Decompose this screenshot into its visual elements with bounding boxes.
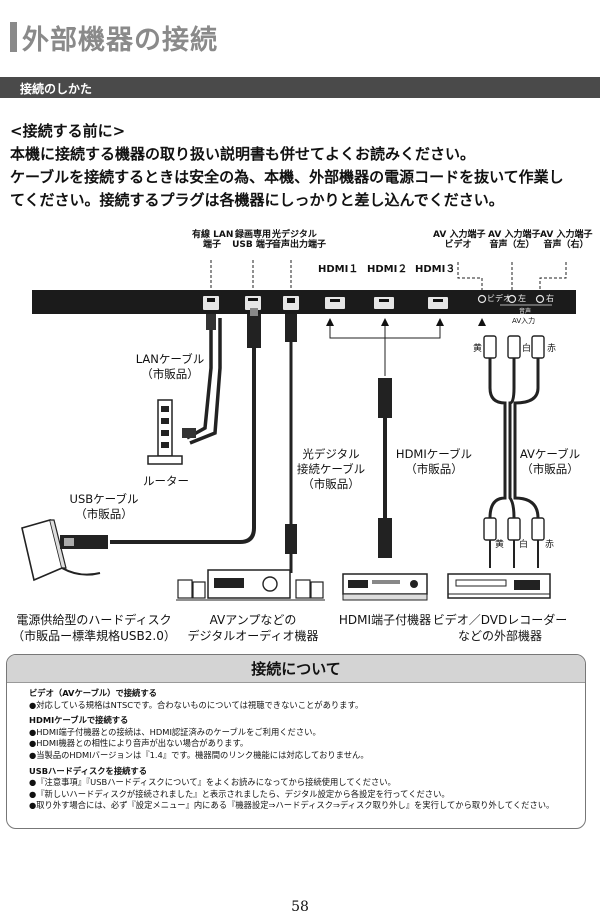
recorder-graphic [447,573,551,599]
hdmi-device-graphic [342,573,428,601]
optical-port-label: 光デジタル音声出力端子 [272,230,327,250]
rca-bottom-yellow: 黄 [495,540,505,550]
note-item: ●HDMI機器との相性により音声が出ない場合があります。 [29,738,249,749]
intro-line: てください。接続するプラグは各機器にしっかりと差し込んでください。 [10,191,504,209]
recorder-device-label: ビデオ／DVDレコーダーなどの外部機器 [432,613,568,643]
hdmi1-label: HDMI１ [318,264,359,275]
router-label: ルーター [143,474,189,488]
optical-cable-label: 光デジタル接続ケーブル（市販品） [296,447,366,491]
rca-top-white: 白 [522,344,532,354]
intro-line: 本機に接続する機器の取り扱い説明書も併せてよくお読みください。 [10,145,476,163]
connection-notes-panel: 接続について ビデオ（AVケーブル）で接続する ●対応している規格はNTSCです… [6,654,586,829]
panel-title: 接続について [7,655,585,683]
panel-right-label: 右 [546,294,554,303]
intro-text: <接続する前に> 本機に接続する機器の取り扱い説明書も併せてよくお読みください。… [10,120,592,212]
section-title: 接続のしかた [20,82,93,96]
panel-body: ビデオ（AVケーブル）で接続する ●対応している規格はNTSCです。合わないもの… [7,683,585,812]
hdmi-cable-label: HDMIケーブル（市販品） [395,447,473,476]
tv-rear-panel [32,290,576,314]
note-item: ●当製品のHDMIバージョンは『1.4』です。機器間のリンク機能には対応しており… [29,749,369,760]
av-right-port-label: AV 入力端子音声（右） [540,230,593,250]
hdmi-device-label: HDMI端子付機器 [338,613,432,627]
page-number: 58 [291,899,309,915]
hdd-device-label: 電源供給型のハードディスク（市販品ー標準規格USB2.0） [12,613,176,643]
hdmi2-label: HDMI２ [367,264,408,275]
av-amp-graphic [176,569,325,601]
rca-top-yellow: 黄 [473,344,483,354]
diagram-graphics [21,260,576,601]
note-heading-usb: USBハードディスクを接続する [29,765,148,776]
usb-cable-label: USBケーブル（市販品） [69,492,139,521]
panel-left-label: 左 [518,294,526,303]
router-graphic [147,399,183,465]
av-left-port-label: AV 入力端子音声（左） [488,230,541,250]
hdmi3-label: HDMI３ [415,264,456,275]
page-title: 外部機器の接続 [22,25,218,56]
title-accent-bar [10,22,17,52]
amp-device-label: AVアンプなどのデジタルオーディオ機器 [187,613,319,643]
av-cable-label: AVケーブル（市販品） [519,447,581,476]
note-item: ●HDMI端子付機器との接続は、HDMI認証済みのケーブルをご利用ください。 [29,726,321,737]
note-item: ●対応している規格はNTSCです。合わないものについては視聴できないことがありま… [29,699,364,710]
note-heading-av: ビデオ（AVケーブル）で接続する [29,688,157,698]
av-video-port-label: AV 入力端子ビデオ [433,230,486,250]
intro-heading: <接続する前に> [10,122,126,140]
lan-cable-label: LANケーブル（市販品） [135,352,205,381]
note-heading-hdmi: HDMIケーブルで接続する [29,715,129,726]
hdd-graphic [21,519,108,582]
rca-top-red: 赤 [547,344,557,354]
note-item: ●『新しいハードディスクが接続されました』と表示されましたら、デジタル設定から各… [29,788,450,799]
note-item: ●取り外す場合には、必ず『設定メニュー』内にある『機器設定⇒ハードディスク⇒ディ… [29,800,555,811]
section-bar [0,77,600,98]
note-item: ●『注意事項』『USBハードディスクについて』をよくお読みになってから接続使用し… [29,777,396,788]
panel-audio-label: 音声 [519,308,532,315]
panel-video-label: ビデオ [487,294,511,303]
intro-line: ケーブルを接続するときは安全の為、本機、外部機器の電源コードを抜いて作業し [10,168,564,186]
panel-av-input-label: AV入力 [512,317,536,325]
rca-bottom-red: 赤 [545,540,555,550]
rca-bottom-white: 白 [519,540,529,550]
